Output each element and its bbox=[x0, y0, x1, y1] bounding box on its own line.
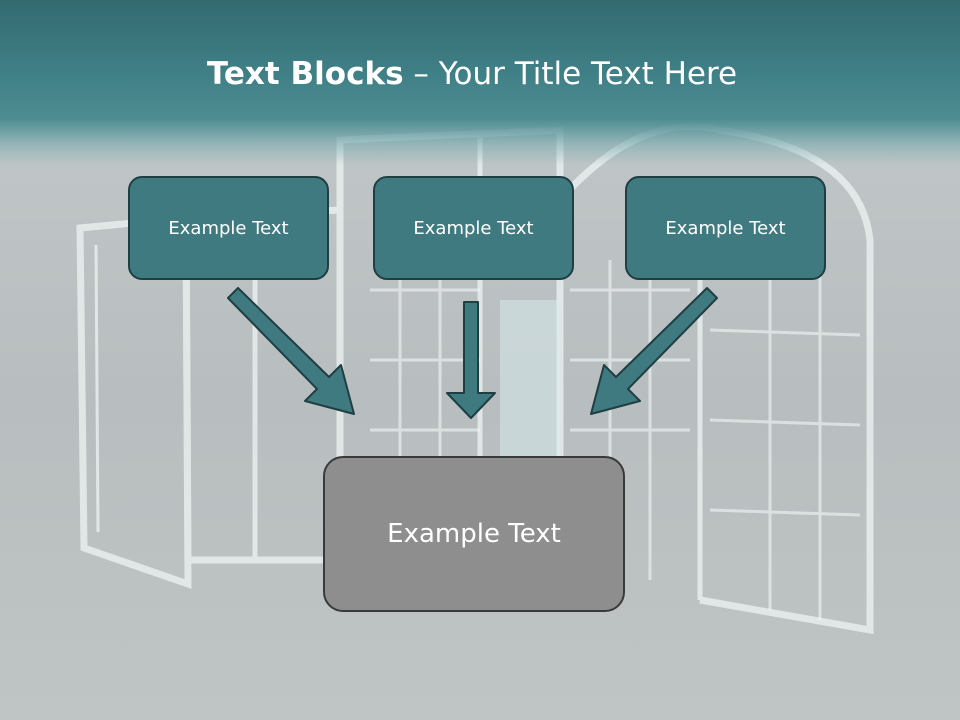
text-block-1: Example Text bbox=[128, 176, 329, 280]
title-dash: – bbox=[403, 56, 439, 92]
arrow-right bbox=[590, 287, 718, 415]
title-bold: Text Blocks bbox=[206, 56, 404, 92]
arrow-left bbox=[227, 287, 355, 415]
title-bar bbox=[0, 0, 960, 165]
text-block-2: Example Text bbox=[373, 176, 574, 280]
result-block: Example Text bbox=[323, 456, 625, 612]
text-block-3: Example Text bbox=[625, 176, 826, 280]
title-rest: Your Title Text Here bbox=[438, 56, 738, 92]
arrow-center bbox=[446, 301, 496, 419]
slide-title: Text Blocks – Your Title Text Here bbox=[0, 56, 944, 92]
